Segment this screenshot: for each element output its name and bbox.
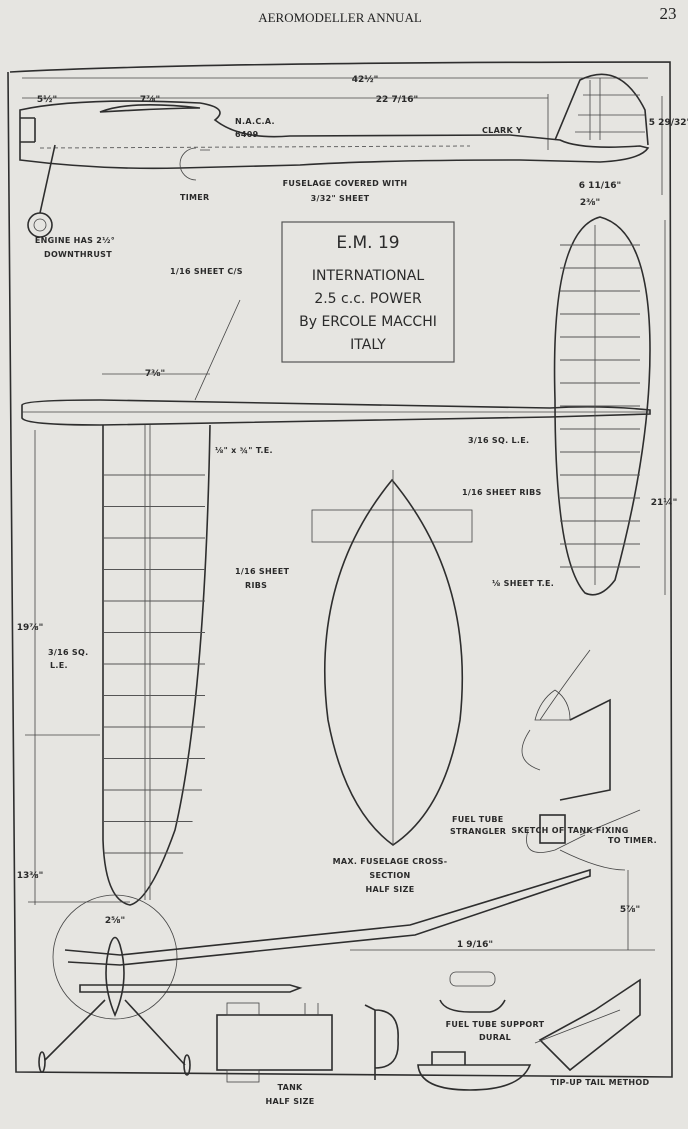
tank-label-1: TANK [277,1083,303,1092]
nose-length-dim: 5½" [37,94,57,105]
tail-ribs-label: 1/16 SHEET RIBS [462,488,542,497]
fin-chord-dim: 2⅜" [580,198,600,208]
cross-section-label-1: MAX. FUSELAGE CROSS- [333,857,448,866]
fuselage-width-dim: 2⅝" [105,916,125,926]
wing-le-label-2: L.E. [50,661,68,670]
wing-position-dim: 7⅞" [140,95,160,105]
tailplane-chord-dim: 6 11/16" [579,181,621,191]
front-view [28,868,655,1076]
wing-section-label-2: 6409 [235,130,259,139]
fuel-tube-support-detail [417,971,532,1091]
tank-fixing-sketch [521,649,641,871]
covering-label-2: 3/32" SHEET [311,194,370,203]
fuel-support-label-1: FUEL TUBE SUPPORT [446,1020,545,1029]
wing-section-label-1: N.A.C.A. [235,117,275,126]
strangler-label-1: FUEL TUBE [452,815,504,824]
overall-length-dim: 42½" [352,74,379,85]
wing-le-label-1: 3/16 SQ. [48,648,88,657]
engine-note-2: DOWNTHRUST [44,250,112,259]
page-number: 23 [660,4,677,23]
tank-label-2: HALF SIZE [266,1097,315,1106]
covering-label-1: FUSELAGE COVERED WITH [283,179,408,188]
timer-label: TIMER [180,193,210,202]
tip-up-label: TIP-UP TAIL METHOD [551,1078,650,1087]
center-section-label: 1/16 SHEET C/S [170,267,243,276]
model-designer: By ERCOLE MACCHI [299,314,437,330]
cross-section-label-3: HALF SIZE [366,885,415,894]
tailplane-plan-view [553,216,666,596]
wing-te-label: ⅛" x ¾" T.E. [215,446,273,455]
outer-panel-dim: 13⅜" [17,871,44,881]
fuselage-cross-section [311,470,473,846]
side-view-dimensions [22,77,663,195]
model-country: ITALY [350,337,386,353]
strangler-label-2: STRANGLER [450,827,506,836]
model-engine: 2.5 c.c. POWER [314,291,422,307]
fuselage-plan-view [21,299,651,426]
page-header-title: AEROMODELLER ANNUAL [258,10,422,25]
model-class: INTERNATIONAL [312,268,424,284]
tail-span-dim: 21¼" [651,497,678,508]
model-name: E.M. 19 [336,233,399,253]
title-box [281,221,455,363]
cross-section-label-2: SECTION [369,871,410,880]
fuel-support-label-2: DURAL [479,1033,511,1042]
tip-up-tail-detail [534,978,641,1072]
fin-height-dim: 5 29/32" [649,118,688,128]
tail-le-label: 3/16 SQ. L.E. [468,436,529,445]
dihedral-root-dim: 1 9/16" [457,940,493,950]
wing-ribs-label-1: 1/16 SHEET [235,567,289,576]
tank-detail [216,1002,399,1083]
engine-note-1: ENGINE HAS 2½° [35,235,115,245]
tail-moment-dim: 22 7/16" [376,95,418,105]
dihedral-tip-dim: 5⅞" [620,905,640,915]
wing-plan-view [25,424,211,906]
wing-ribs-label-2: RIBS [245,581,267,590]
tail-te-label: ⅛ SHEET T.E. [492,579,554,588]
drawing-border [7,61,673,1078]
to-timer-label: TO TIMER. [608,836,657,845]
fuselage-side-view [19,73,650,238]
tail-section-label: CLARK Y [482,126,522,135]
inner-panel-dim: 19⅞" [17,623,44,633]
tank-fixing-caption: SKETCH OF TANK FIXING [511,826,628,835]
